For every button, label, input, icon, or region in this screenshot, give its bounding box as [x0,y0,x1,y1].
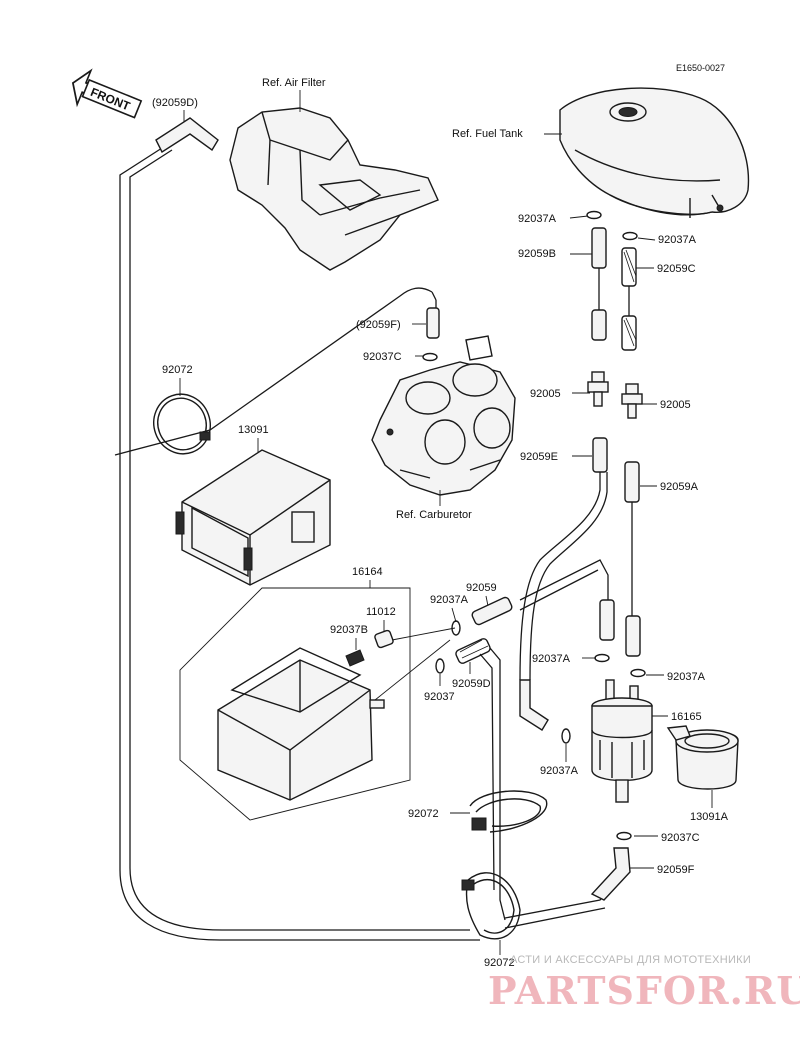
label-92059A: 92059A [660,481,699,493]
label-92037C-lower: 92037C [661,832,700,844]
diagram-code: E1650-0027 [676,63,725,73]
band-92072-bottom [461,872,521,940]
watermark-tagline: АСТИ И АКСЕССУАРЫ ДЛЯ МОТОТЕХНИКИ [510,954,751,966]
carburetor [371,335,516,496]
hose-92059A-top [624,461,640,503]
label-92037A-tank-right: 92037A [658,234,697,246]
hose-92059C-bottom [621,315,637,351]
label-92037B: 92037B [330,624,368,636]
air-filter-housing [229,107,439,271]
label-92037: 92037 [424,691,455,703]
label-16165: 16165 [671,711,702,723]
label-92059D-top: (92059D) [152,97,198,109]
canister-cover-13091 [175,449,331,586]
label-92005-left: 92005 [530,388,561,400]
label-13091A: 13091A [690,811,729,823]
hose-92059 [471,596,513,626]
fuel-filter-16165 [591,679,653,803]
clamp-92037A-lower [561,728,571,744]
holder-13091A [666,725,739,790]
ref-fuel-tank-label: Ref. Fuel Tank [452,128,523,140]
group-bracket-16164 [179,587,411,821]
label-92072-bottom: 92072 [484,957,515,969]
label-92037A-tank-left: 92037A [518,213,557,225]
ref-carburetor-label: Ref. Carburetor [396,509,472,521]
fuel-tank [559,87,750,218]
fitting-92005-left [587,371,609,407]
label-16164: 16164 [352,566,383,578]
ref-air-filter-label: Ref. Air Filter [262,77,326,89]
watermark-brand: PARTSFOR.RU [488,968,800,1013]
hose-92059F-lower [590,847,631,901]
clamp-92037A-filter-right [630,668,646,678]
hose-92059F-carb [426,307,440,339]
label-92072-mid: 92072 [408,808,439,820]
clamp-92037A-mid [451,620,461,636]
label-92059D-mid: 92059D [452,678,491,690]
label-92059B: 92059B [518,248,556,260]
label-92059E: 92059E [520,451,558,463]
hose-elbow-filter [519,679,549,731]
band-92072-upper [153,393,211,455]
charcoal-canister-16164 [217,647,385,801]
cap-11012 [374,629,394,649]
hose-92059D-elbow [155,117,219,154]
clamp-92037C-carb [422,352,438,362]
clamp-92037A-tank-left [586,210,602,220]
label-92059F-lower: 92059F [657,864,695,876]
vent-hoses [114,147,633,941]
label-92059F-carb: (92059F) [356,319,401,331]
label-92037A-filter-right: 92037A [667,671,706,683]
hose-filter-left-upper [599,599,615,641]
hose-92059B-bottom [591,309,607,341]
label-92037A-filter-left: 92037A [532,653,571,665]
front-arrow-icon: FRONT [71,68,143,119]
label-92059: 92059 [466,582,497,594]
hose-92059B-top [591,227,607,269]
clamp-92037A-tank-right [622,231,638,241]
fitting-92005-right [621,383,643,419]
clamp-92037B [345,649,365,667]
label-11012: 11012 [366,606,396,618]
clamp-92037 [435,658,445,674]
clamp-92037C-lower [616,831,632,841]
hose-filter-right-upper [625,615,641,657]
label-92037A-lower: 92037A [540,765,579,777]
label-92037A-mid: 92037A [430,594,469,606]
label-92072-upper: 92072 [162,364,193,376]
hose-92059E [592,437,608,473]
label-92037C-carb: 92037C [363,351,402,363]
label-13091: 13091 [238,424,269,436]
label-92005-right: 92005 [660,399,691,411]
band-92072-mid [469,790,548,833]
label-92059C: 92059C [657,263,696,275]
clamp-92037A-filter-left [594,653,610,663]
hose-92059D-mid [455,638,491,664]
